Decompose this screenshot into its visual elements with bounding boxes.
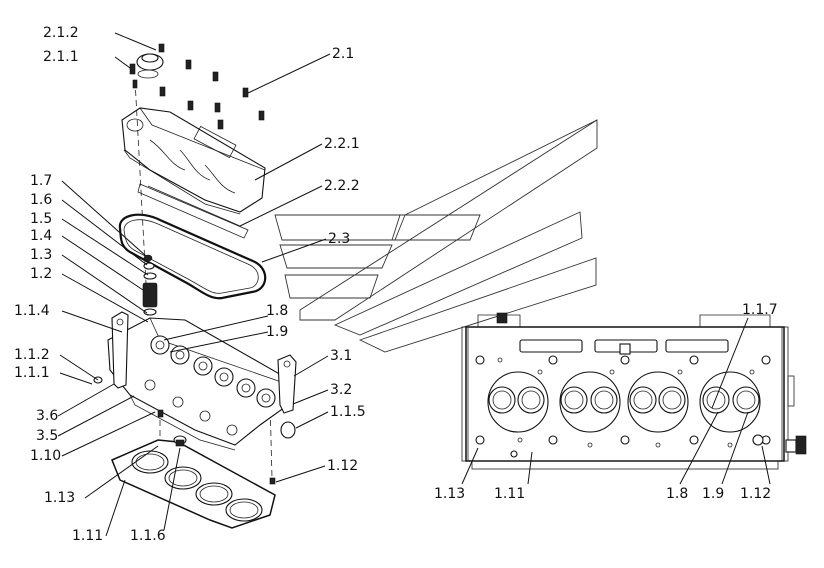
rocker-cover-assembly — [118, 43, 267, 300]
callout-1-1-1: 1.1.1 — [14, 365, 50, 381]
callout-1-11-right: 1.11 — [494, 486, 525, 502]
callout-3-6: 3.6 — [36, 408, 58, 424]
callout-1-8-left: 1.8 — [266, 303, 288, 319]
callout-1-1-5: 1.1.5 — [330, 404, 366, 420]
callout-1-11-left: 1.11 — [72, 528, 103, 544]
watermark-logo — [274, 119, 598, 353]
callout-1-2: 1.2 — [30, 266, 52, 282]
side-fitting — [785, 375, 807, 455]
callout-1-10: 1.10 — [30, 448, 61, 464]
callout-2-1-1: 2.1.1 — [43, 49, 79, 65]
callout-1-8-right: 1.8 — [666, 486, 688, 502]
callout-1-3: 1.3 — [30, 247, 52, 263]
callout-1-7: 1.7 — [30, 173, 52, 189]
callout-1-13-left: 1.13 — [44, 490, 75, 506]
callout-1-6: 1.6 — [30, 192, 52, 208]
callout-1-12-left: 1.12 — [327, 458, 358, 474]
leader-lines — [57, 32, 771, 537]
callout-3-1: 3.1 — [330, 348, 352, 364]
callout-1-1-7: 1.1.7 — [742, 302, 778, 318]
callout-2-2-2: 2.2.2 — [324, 178, 360, 194]
callout-2-1: 2.1 — [332, 46, 354, 62]
callout-1-12-right: 1.12 — [740, 486, 771, 502]
callout-1-5: 1.5 — [30, 211, 52, 227]
callout-3-5: 3.5 — [36, 428, 58, 444]
callout-2-2-1: 2.2.1 — [324, 136, 360, 152]
callout-1-1-4: 1.1.4 — [14, 303, 50, 319]
bolt-holes — [475, 355, 771, 458]
callout-labels: 2.1.2 2.1.1 2.1 2.2.1 2.2.2 2.3 1.7 1.6 … — [14, 25, 778, 544]
callout-1-4: 1.4 — [30, 228, 52, 244]
callout-1-9-right: 1.9 — [702, 486, 724, 502]
cylinder-head-bottom-view — [461, 312, 807, 470]
callout-1-1-2: 1.1.2 — [14, 347, 50, 363]
cylinder-head-assembly — [93, 311, 297, 485]
callout-2-1-2: 2.1.2 — [43, 25, 79, 41]
callout-2-3: 2.3 — [328, 231, 350, 247]
ports-top-row — [519, 339, 729, 355]
callout-3-2: 3.2 — [330, 382, 352, 398]
callout-1-13-right: 1.13 — [434, 486, 465, 502]
head-gasket — [111, 435, 276, 529]
rocker-arms — [150, 335, 276, 408]
callout-1-1-6: 1.1.6 — [130, 528, 166, 544]
callout-1-9-left: 1.9 — [266, 324, 288, 340]
